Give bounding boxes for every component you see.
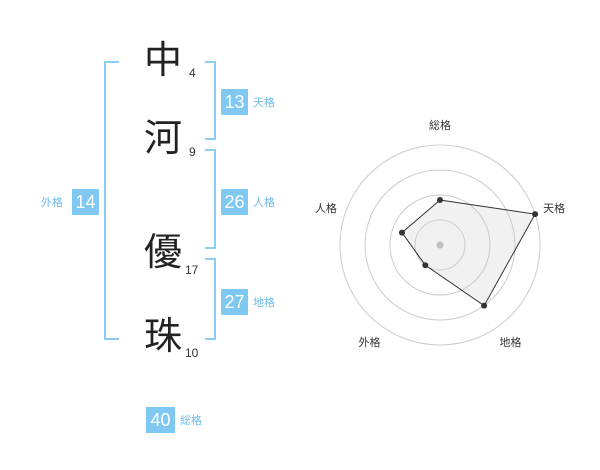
radar-axis-label-3: 地格 [500, 335, 522, 349]
gaikaku-bracket [104, 61, 119, 340]
stroke-count-1: 4 [189, 66, 196, 80]
radar-axis-label-2: 天格 [543, 201, 565, 215]
radar-ring [364, 169, 516, 321]
chikaku-label: 地格 [253, 296, 275, 309]
radar-ring [414, 219, 466, 271]
radar-ring [339, 144, 541, 346]
name-char-2: 河 [143, 116, 182, 160]
radar-ring [389, 194, 491, 296]
tenkaku-label: 天格 [253, 96, 275, 109]
stroke-count-4: 10 [185, 346, 199, 360]
radar-area [401, 199, 536, 307]
jinkaku-label: 人格 [253, 196, 275, 209]
radar-axis-label-1: 総格 [429, 118, 451, 132]
soukaku-value: 40 [146, 407, 175, 433]
tenkaku-value: 13 [221, 89, 248, 115]
jinkaku-value: 26 [221, 189, 248, 215]
jinkaku-bracket [205, 149, 216, 249]
soukaku-label: 総格 [180, 414, 202, 427]
radar-point-2 [532, 211, 539, 218]
name-char-3: 優 [143, 230, 182, 274]
radar-axis-label-4: 外格 [358, 335, 380, 349]
radar-point-5 [398, 229, 405, 236]
radar-point-4 [422, 262, 429, 269]
chikaku-value: 27 [221, 289, 248, 315]
gaikaku-label: 外格 [41, 196, 63, 209]
name-char-1: 中 [143, 38, 182, 82]
stroke-count-3: 17 [185, 263, 199, 277]
radar-point-1 [437, 197, 443, 203]
radar-point-3 [481, 302, 488, 309]
gaikaku-value: 14 [72, 189, 99, 215]
stroke-count-2: 9 [189, 145, 196, 159]
name-char-4: 珠 [143, 314, 182, 358]
tenkaku-bracket [205, 61, 216, 140]
radar-center-dot [436, 241, 444, 249]
chikaku-bracket [205, 258, 216, 340]
radar-axis-label-5: 人格 [315, 201, 337, 215]
